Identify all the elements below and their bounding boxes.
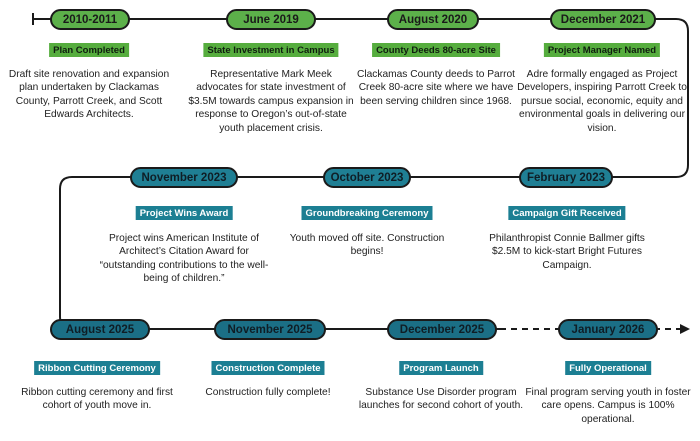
milestone-description: Representative Mark Meek advocates for s… bbox=[188, 69, 354, 134]
milestone-title: State Investment in Campus bbox=[203, 43, 339, 57]
date-pill: November 2025 bbox=[214, 319, 326, 340]
milestone-title: Construction Complete bbox=[211, 361, 325, 375]
date-pill: October 2023 bbox=[323, 167, 411, 188]
milestone-title: Groundbreaking Ceremony bbox=[301, 206, 433, 220]
date-pill: January 2026 bbox=[558, 319, 658, 340]
date-pill: June 2019 bbox=[226, 9, 316, 30]
date-pill: August 2025 bbox=[50, 319, 150, 340]
date-pill: December 2021 bbox=[550, 9, 656, 30]
date-pill: August 2020 bbox=[387, 9, 479, 30]
milestone-description: Draft site renovation and expansion plan… bbox=[8, 69, 170, 121]
milestone-description: Construction fully complete! bbox=[205, 387, 331, 398]
date-pill: December 2025 bbox=[387, 319, 497, 340]
milestone-description: Final program serving youth in foster ca… bbox=[525, 387, 691, 425]
date-pill: February 2023 bbox=[519, 167, 613, 188]
milestone-description: Adre formally engaged as Project Develop… bbox=[517, 69, 687, 134]
milestone-title: Project Manager Named bbox=[543, 43, 661, 57]
milestone-title: Plan Completed bbox=[49, 43, 129, 57]
milestone-description: Substance Use Disorder program launches … bbox=[358, 387, 524, 412]
milestone-title: Fully Operational bbox=[565, 361, 651, 375]
milestone-title: Campaign Gift Received bbox=[508, 206, 626, 220]
milestone-description: Philanthropist Connie Ballmer gifts $2.5… bbox=[489, 233, 645, 271]
date-pill: 2010-2011 bbox=[50, 9, 130, 30]
milestone-title: County Deeds 80-acre Site bbox=[372, 43, 500, 57]
milestone-title: Ribbon Cutting Ceremony bbox=[34, 361, 160, 375]
milestone-title: Project Wins Award bbox=[135, 206, 233, 220]
date-pill: November 2023 bbox=[130, 167, 238, 188]
milestone-title: Program Launch bbox=[399, 361, 483, 375]
milestone-description: Clackamas County deeds to Parrot Creek 8… bbox=[357, 69, 515, 107]
milestone-description: Youth moved off site. Construction begin… bbox=[289, 233, 445, 258]
milestone-description: Project wins American Institute of Archi… bbox=[99, 233, 269, 285]
milestone-description: Ribbon cutting ceremony and first cohort… bbox=[21, 387, 173, 412]
